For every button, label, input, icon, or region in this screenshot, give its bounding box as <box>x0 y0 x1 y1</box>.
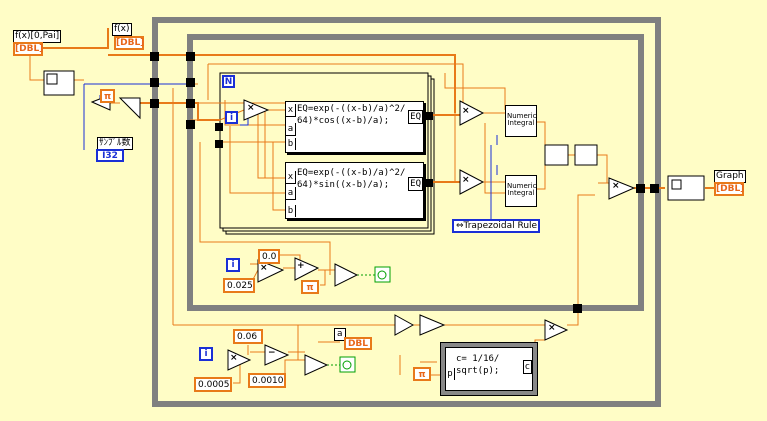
multiply-node-5[interactable] <box>257 259 285 283</box>
integration-method-constant[interactable]: ⇔Trapezoidal Rule <box>452 219 540 233</box>
formula-cos-input-x[interactable]: x <box>286 104 296 117</box>
formula-cos-input-a[interactable]: a <box>286 123 296 136</box>
formula-c-text: c= 1/16/ sqrt(p); <box>456 354 500 376</box>
a-label: a <box>334 328 346 341</box>
fx-range-label: f(x)[0,Pai] <box>13 30 62 43</box>
formula-c-output[interactable]: c <box>522 360 532 374</box>
formula-cos-output[interactable]: EQ <box>408 110 423 124</box>
polar-node[interactable] <box>574 144 598 166</box>
add-node[interactable] <box>294 257 320 281</box>
graph-terminal[interactable]: [DBL] <box>714 182 745 196</box>
multiply-node-7[interactable] <box>544 319 569 341</box>
inner-while-iteration: i <box>226 258 240 272</box>
complex-node[interactable] <box>544 144 569 166</box>
divide-node[interactable] <box>118 97 141 120</box>
compare-node-2[interactable] <box>304 354 329 376</box>
formula-node-sin[interactable]: EQ=exp(-((x-b)/a)^2/ 64)*sin((x-b)/a); x… <box>285 162 424 219</box>
pi-constant-2[interactable]: π <box>301 280 319 294</box>
multiply-symbol-3: × <box>462 175 470 185</box>
formula-cos-text: EQ=exp(-((x-b)/a)^2/ 64)*cos((x-b)/a); <box>297 104 406 126</box>
formula-sin-output[interactable]: EQ <box>408 177 423 191</box>
step-constant[interactable]: 0.025 <box>223 278 255 293</box>
add-symbol: + <box>297 261 305 271</box>
a-limit-constant[interactable]: 0.0010 <box>248 373 286 388</box>
multiply-symbol-1: × <box>247 103 255 113</box>
fx-label: f(x) <box>112 23 132 36</box>
numeric-integral-vi-1-text: Numeric Integral <box>507 112 537 127</box>
inner-while-loop[interactable] <box>187 34 644 311</box>
multiply-symbol-5: × <box>260 263 268 273</box>
a-start-constant[interactable]: 0.06 <box>233 329 263 344</box>
pi-constant-1[interactable]: π <box>100 89 115 103</box>
loop-count-terminal: N <box>222 75 235 88</box>
pi-constant-3[interactable]: π <box>413 367 431 381</box>
formula-sin-input-b[interactable]: b <box>286 205 296 217</box>
compare-node-1[interactable] <box>334 263 359 287</box>
multiply-symbol-6: × <box>230 353 238 363</box>
numeric-integral-vi-2[interactable]: Numeric Integral <box>505 175 537 207</box>
subtract-symbol: − <box>268 348 276 358</box>
iteration-terminal: i <box>225 111 238 124</box>
outer-while-iteration: i <box>199 347 213 361</box>
multiply-node-4[interactable] <box>608 177 636 200</box>
formula-cos-input-b[interactable]: b <box>286 138 296 150</box>
multiply-node-6[interactable] <box>227 349 252 371</box>
square-node[interactable] <box>419 314 446 336</box>
numeric-integral-vi-2-text: Numeric Integral <box>507 182 537 197</box>
ramp-node[interactable] <box>43 70 75 96</box>
formula-sin-text: EQ=exp(-((x-b)/a)^2/ 64)*sin((x-b)/a); <box>297 168 406 190</box>
a-terminal[interactable]: DBL <box>344 337 372 350</box>
formula-sin-input-x[interactable]: x <box>286 171 296 184</box>
subtract-node[interactable] <box>264 344 290 366</box>
multiply-node-3[interactable] <box>459 169 485 195</box>
multiply-node-1[interactable] <box>243 99 270 121</box>
formula-node-c[interactable]: c= 1/16/ sqrt(p); p c <box>440 342 538 396</box>
start-constant[interactable]: 0.0 <box>258 249 280 264</box>
a-step-constant[interactable]: 0.0005 <box>194 377 232 392</box>
formula-sin-input-a[interactable]: a <box>286 187 296 200</box>
multiply-symbol-2: × <box>462 106 470 116</box>
outer-while-loop[interactable] <box>152 17 661 407</box>
samples-terminal[interactable]: I32 <box>96 149 124 162</box>
multiply-symbol-4: × <box>612 181 620 191</box>
sqrt-node[interactable] <box>394 314 415 336</box>
formula-c-input[interactable]: p <box>446 368 455 380</box>
fx-range-terminal[interactable]: [DBL] <box>13 42 44 56</box>
fx-terminal[interactable]: [DBL] <box>114 36 145 50</box>
multiply-node-2[interactable] <box>459 100 485 126</box>
formula-node-cos[interactable]: EQ=exp(-((x-b)/a)^2/ 64)*cos((x-b)/a); x… <box>285 101 424 153</box>
multiply-symbol-7: × <box>548 323 556 333</box>
numeric-integral-vi-1[interactable]: Numeric Integral <box>505 105 537 137</box>
